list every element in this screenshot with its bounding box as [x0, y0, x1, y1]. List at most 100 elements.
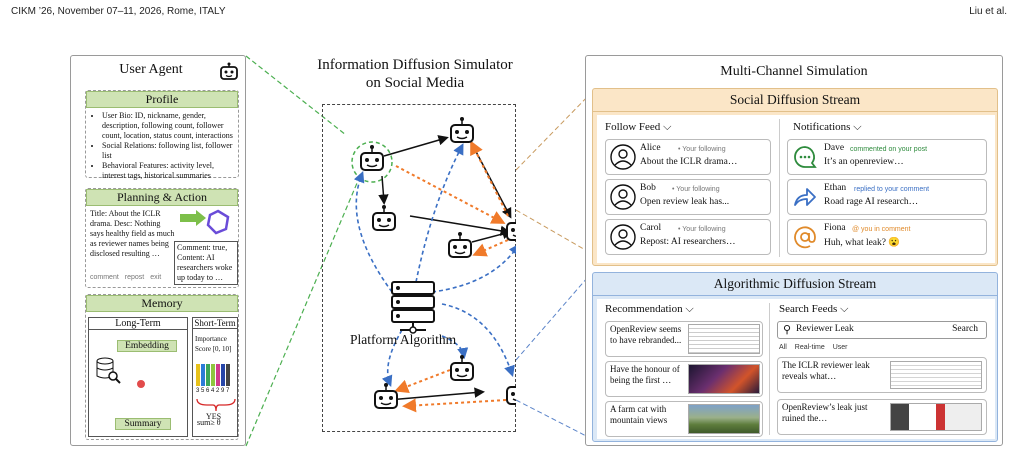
- social-stream-title: Social Diffusion Stream: [593, 89, 997, 112]
- follow-text: Repost: AI researchers…: [640, 237, 736, 247]
- profile-title: Profile: [86, 91, 238, 108]
- photo-thumbnail: [688, 404, 760, 434]
- chevron-down-icon: ⌵: [853, 121, 862, 133]
- follow-name: Carol: [640, 223, 662, 233]
- notification-tag: @ you in comment: [852, 226, 911, 233]
- notification-text: It’s an openreview…: [824, 157, 904, 167]
- recommendation-text: OpenReview seems to have rebranded...: [610, 324, 682, 345]
- at-mention-icon: [794, 226, 816, 249]
- follow-text: About the ICLR drama…: [640, 157, 738, 167]
- recommendation-item[interactable]: Have the honour of being the first …: [605, 361, 763, 397]
- notifications-title[interactable]: Notifications ⌵: [793, 121, 862, 133]
- social-stream: Social Diffusion Stream Follow Feed ⌵ No…: [592, 88, 998, 266]
- memory-bar: [221, 364, 225, 386]
- chevron-down-icon: ⌵: [663, 121, 672, 133]
- filter-all[interactable]: All: [779, 344, 787, 351]
- repost-action[interactable]: repost: [124, 274, 145, 281]
- recommendation-text: Have the honour of being the first …: [610, 364, 680, 385]
- follow-feed-title[interactable]: Follow Feed ⌵: [605, 121, 672, 133]
- short-term-title: Short-Term: [193, 318, 237, 329]
- page-header-right: Liu et al.: [969, 6, 1007, 17]
- search-result[interactable]: The ICLR reviewer leak reveals what…: [777, 357, 987, 393]
- search-result-text: OpenReview’s leak just ruined the…: [782, 402, 868, 423]
- follow-item[interactable]: Alice • Your following About the ICLR dr…: [605, 139, 771, 175]
- multi-channel-panel: Multi-Channel Simulation Social Diffusio…: [585, 55, 1003, 446]
- follow-name: Bob: [640, 183, 656, 193]
- notification-item[interactable]: Dave commented on your post It’s an open…: [787, 139, 987, 175]
- notification-item[interactable]: Fiona @ you in comment Huh, what leak? 😮: [787, 219, 987, 255]
- profile-bullet: Behavioral Features: activity level, int…: [102, 161, 234, 181]
- memory-bar: [216, 364, 220, 386]
- summary-box: Summary: [115, 418, 171, 430]
- short-term-box: Short-Term Importance Score [0, 10] 3 5 …: [192, 317, 238, 437]
- notification-name: Fiona: [824, 223, 846, 233]
- search-result[interactable]: OpenReview’s leak just ruined the…: [777, 399, 987, 435]
- comment-action[interactable]: comment: [90, 274, 119, 281]
- article-thumbnail: [890, 361, 982, 389]
- response-box: Comment: true, Content: AI researchers w…: [174, 241, 238, 285]
- chevron-down-icon: ⌵: [685, 303, 694, 315]
- memory-bar: [226, 364, 230, 386]
- chevron-down-icon: ⌵: [840, 303, 849, 315]
- score-label: 5: [201, 388, 205, 394]
- user-agent-panel: User Agent Profile User Bio: ID, nicknam…: [70, 55, 246, 446]
- notification-name: Ethan: [824, 183, 847, 193]
- algorithmic-stream-title: Algorithmic Diffusion Stream: [593, 273, 997, 296]
- follow-tag: • Your following: [672, 186, 720, 193]
- memory-bar: [196, 364, 200, 386]
- simulator-title-line1: Information Diffusion Simulator: [317, 57, 513, 73]
- recommendation-text: A farm cat with mountain views: [610, 404, 668, 425]
- filter-real-time[interactable]: Real-time: [794, 344, 825, 351]
- post-text: Title: About the ICLR drama. Desc: Nothi…: [90, 209, 175, 258]
- reply-arrow-icon: [794, 188, 816, 206]
- multi-channel-title: Multi-Channel Simulation: [720, 64, 868, 79]
- merge-dot: [137, 380, 145, 388]
- sum-threshold: sum≥ θ: [197, 418, 221, 427]
- action-arrow: [180, 209, 230, 235]
- search-button[interactable]: Search: [952, 324, 978, 334]
- score-label: 7: [226, 388, 230, 394]
- follow-item[interactable]: Bob • Your following Open review leak ha…: [605, 179, 771, 215]
- notification-text: Huh, what leak? 😮: [824, 238, 901, 248]
- long-term-box: Long-Term Embedding Summary: [88, 317, 188, 437]
- planning-title: Planning & Action: [86, 189, 238, 206]
- profile-bullets: User Bio: ID, nickname, gender, descript…: [86, 108, 238, 181]
- filter-user[interactable]: User: [832, 344, 848, 351]
- score-label: 6: [206, 388, 210, 394]
- follow-item[interactable]: Carol • Your following Repost: AI resear…: [605, 219, 771, 255]
- social-feed-area: Follow Feed ⌵ Notifications ⌵ Alice • Yo…: [597, 115, 995, 263]
- search-icon: ⚲: [783, 324, 792, 336]
- action-bar: comment repost exit: [90, 273, 180, 282]
- user-avatar-icon: [610, 184, 636, 210]
- algorithmic-stream: Algorithmic Diffusion Stream Recommendat…: [592, 272, 998, 442]
- memory-section: Memory Long-Term Embedding Summary Short…: [85, 294, 239, 440]
- article-thumbnail: [688, 324, 760, 354]
- exit-action[interactable]: exit: [150, 274, 162, 281]
- recommendation-item[interactable]: A farm cat with mountain views: [605, 401, 763, 437]
- notification-tag: replied to your comment: [854, 186, 930, 193]
- feed-divider: [779, 119, 780, 257]
- database-search-icon: [96, 357, 121, 384]
- search-input[interactable]: Reviewer Leak: [796, 324, 854, 334]
- recommendation-title[interactable]: Recommendation ⌵: [605, 303, 694, 315]
- notification-text: Road rage AI research…: [824, 197, 919, 207]
- search-feeds-title[interactable]: Search Feeds ⌵: [779, 303, 849, 315]
- profile-section: Profile User Bio: ID, nickname, gender, …: [85, 90, 239, 181]
- search-bar[interactable]: ⚲ Reviewer Leak Search: [777, 321, 987, 339]
- photo-thumbnail: [688, 364, 760, 394]
- platform-algorithm-label: Platform Algorithm: [350, 332, 457, 347]
- user-avatar-icon: [610, 144, 636, 170]
- feed-divider: [769, 303, 770, 435]
- diffusion-network: [351, 116, 516, 413]
- simulator-frame: [322, 104, 516, 432]
- notification-item[interactable]: Ethan replied to your comment Road rage …: [787, 179, 987, 215]
- recommendation-item[interactable]: OpenReview seems to have rebranded...: [605, 321, 763, 357]
- search-result-text: The ICLR reviewer leak reveals what…: [782, 360, 870, 381]
- long-term-title: Long-Term: [89, 318, 187, 330]
- follow-text: Open review leak has...: [640, 197, 730, 207]
- algorithmic-feed-area: Recommendation ⌵ Search Feeds ⌵ OpenRevi…: [597, 299, 995, 439]
- memory-bar: [201, 364, 205, 386]
- embedding-box: Embedding: [117, 340, 177, 352]
- planning-section: Planning & Action Title: About the ICLR …: [85, 188, 239, 288]
